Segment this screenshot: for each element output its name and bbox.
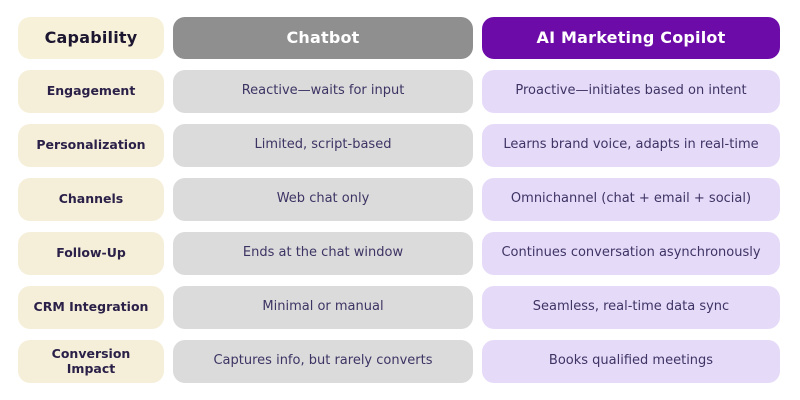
chatbot-value-cell: Limited, script-based xyxy=(173,124,473,167)
chatbot-value: Ends at the chat window xyxy=(242,245,404,261)
copilot-value-cell: Omnichannel (chat + email + social) xyxy=(482,178,780,221)
row-label: Engagement xyxy=(46,83,136,99)
copilot-value: Continues conversation asynchronously xyxy=(501,245,761,261)
header-capability: Capability xyxy=(18,17,164,59)
header-capability-label: Capability xyxy=(44,27,138,47)
chatbot-value: Limited, script-based xyxy=(254,137,392,153)
row-label: Conversion Impact xyxy=(51,346,131,376)
copilot-value: Books qualified meetings xyxy=(548,353,714,369)
row-label-cell: Follow-Up xyxy=(18,232,164,275)
row-label: Channels xyxy=(58,191,124,207)
row-label: CRM Integration xyxy=(33,299,149,315)
chatbot-value-cell: Reactive—waits for input xyxy=(173,70,473,113)
row-label: Personalization xyxy=(36,137,146,153)
chatbot-value: Minimal or manual xyxy=(262,299,384,315)
row-label: Follow-Up xyxy=(56,245,126,261)
copilot-value-cell: Seamless, real-time data sync xyxy=(482,286,780,329)
copilot-value-cell: Continues conversation asynchronously xyxy=(482,232,780,275)
header-copilot-label: AI Marketing Copilot xyxy=(536,27,726,47)
copilot-value: Learns brand voice, adapts in real-time xyxy=(503,137,759,153)
row-label-cell: CRM Integration xyxy=(18,286,164,329)
copilot-value-cell: Learns brand voice, adapts in real-time xyxy=(482,124,780,167)
chatbot-value-cell: Ends at the chat window xyxy=(173,232,473,275)
copilot-value: Omnichannel (chat + email + social) xyxy=(510,191,752,207)
copilot-value: Proactive—initiates based on intent xyxy=(515,83,747,99)
header-chatbot: Chatbot xyxy=(173,17,473,59)
header-copilot: AI Marketing Copilot xyxy=(482,17,780,59)
chatbot-value: Reactive—waits for input xyxy=(241,83,405,99)
row-label-cell: Conversion Impact xyxy=(18,340,164,383)
chatbot-value-cell: Web chat only xyxy=(173,178,473,221)
row-label-cell: Personalization xyxy=(18,124,164,167)
chatbot-value-cell: Minimal or manual xyxy=(173,286,473,329)
chatbot-value: Web chat only xyxy=(276,191,370,207)
comparison-grid: Capability Chatbot AI Marketing Copilot … xyxy=(18,17,782,383)
row-label-cell: Engagement xyxy=(18,70,164,113)
header-chatbot-label: Chatbot xyxy=(286,27,360,47)
copilot-value: Seamless, real-time data sync xyxy=(532,299,730,315)
chatbot-value: Captures info, but rarely converts xyxy=(213,353,433,369)
copilot-value-cell: Books qualified meetings xyxy=(482,340,780,383)
copilot-value-cell: Proactive—initiates based on intent xyxy=(482,70,780,113)
row-label-cell: Channels xyxy=(18,178,164,221)
chatbot-value-cell: Captures info, but rarely converts xyxy=(173,340,473,383)
